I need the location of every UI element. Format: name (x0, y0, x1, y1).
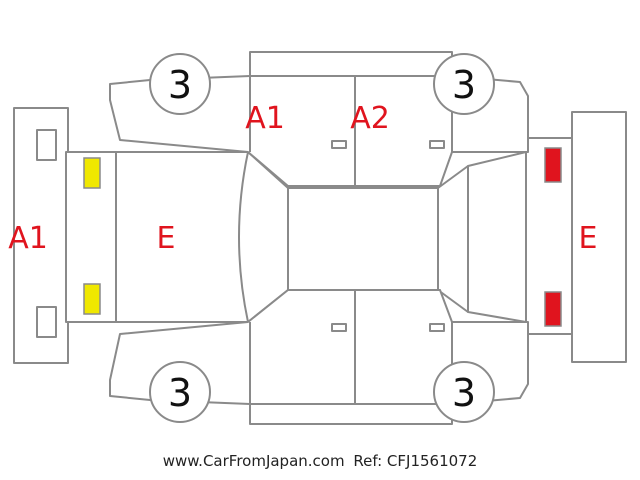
footer-caption: www.CarFromJapan.com Ref: CFJ1561072 (0, 452, 640, 470)
wheel-label-front-left: 3 (168, 63, 192, 107)
tail-light-top (544, 147, 562, 183)
right-side-body-outline (109, 289, 529, 405)
wheel-label-front-right: 3 (168, 371, 192, 415)
damage-label-rear-left-door: A2 (350, 101, 390, 136)
left-side-body-outline (109, 75, 529, 187)
hood-outline (115, 151, 249, 323)
wheel-label-rear-left: 3 (452, 63, 476, 107)
footer-website: www.CarFromJapan.com (162, 452, 345, 470)
roof-rail-top (249, 51, 453, 77)
wheel-label-rear-right: 3 (452, 371, 476, 415)
rear-bumper-outline (571, 111, 627, 363)
damage-label-front-bumper: A1 (8, 221, 48, 256)
right-rear-door-handle (429, 323, 445, 332)
tail-light-bottom (544, 291, 562, 327)
right-front-door-handle (331, 323, 347, 332)
wheel-rear-right (433, 361, 495, 423)
wheel-front-right (149, 361, 211, 423)
damage-label-rear-panel: E (579, 221, 598, 256)
damage-label-front-left-door: A1 (245, 101, 285, 136)
left-front-door-handle (331, 140, 347, 149)
roof-outline (287, 187, 439, 291)
wheel-rear-left (433, 53, 495, 115)
headlight-top (83, 157, 101, 189)
footer-ref: Ref: CFJ1561072 (353, 452, 478, 470)
front-bumper-slot-bottom (36, 306, 57, 338)
damage-label-hood: E (157, 221, 176, 256)
left-rear-door-handle (429, 140, 445, 149)
headlight-bottom (83, 283, 101, 315)
wheel-front-left (149, 53, 211, 115)
rear-window-outline (437, 165, 469, 313)
rear-deck-outline (467, 151, 527, 323)
front-bumper-slot-top (36, 129, 57, 161)
